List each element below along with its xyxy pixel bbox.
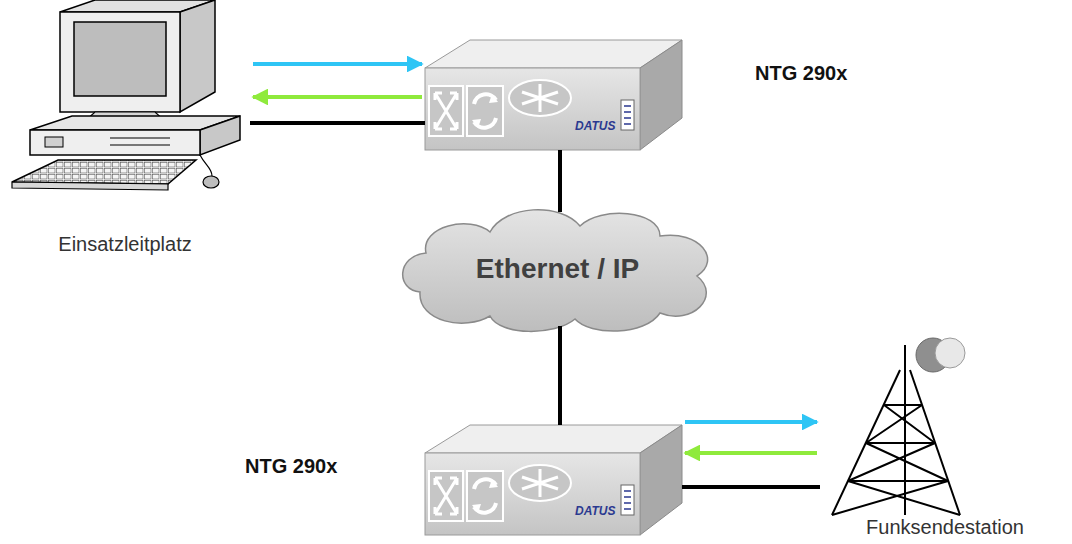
- flow-arrow: [685, 420, 817, 424]
- computer-illustration: [200, 116, 240, 155]
- computer-illustration: [12, 182, 168, 190]
- computer-illustration: [110, 138, 170, 145]
- device-label: NTG 290x: [755, 62, 847, 85]
- computer-illustration: [30, 130, 200, 155]
- logo-text: DATUS: [575, 505, 615, 519]
- computer-illustration: [45, 137, 63, 147]
- radio-tower: [904, 345, 906, 370]
- computer-illustration: [180, 0, 215, 112]
- cloud-label: Ethernet / IP: [476, 253, 639, 285]
- workstation-node: Einsatzleitplatz: [5, 0, 250, 265]
- link-line: [682, 485, 820, 489]
- computer-illustration: [60, 12, 180, 112]
- gateway-node: NTG 290xDATUS: [425, 40, 682, 150]
- gateway-device: [425, 40, 682, 150]
- gateway-device: [425, 425, 682, 535]
- radio-tower: [866, 442, 935, 444]
- link-line: [558, 150, 562, 212]
- gateway-node: NTG 290xDATUS: [425, 425, 682, 535]
- device-label: NTG 290x: [245, 455, 337, 478]
- computer-illustration: [74, 22, 166, 96]
- computer-illustration: [12, 160, 196, 184]
- network-cloud-node: Ethernet / IP: [400, 212, 715, 326]
- radio-station-node: Funksendestation: [820, 335, 1068, 542]
- radio-tower: [884, 404, 922, 406]
- flow-arrow: [685, 451, 817, 455]
- antenna-dish: [916, 338, 965, 372]
- computer-illustration: [12, 0, 240, 190]
- node-label: Einsatzleitplatz: [58, 233, 191, 256]
- radio-tower: [832, 405, 960, 515]
- computer-illustration: [203, 176, 219, 188]
- network-cloud: [403, 210, 708, 332]
- link-line: [558, 326, 562, 425]
- computer-illustration: [200, 155, 212, 176]
- flow-arrow: [253, 95, 422, 99]
- antenna-dish: [935, 338, 965, 368]
- logo-text: DATUS: [575, 120, 615, 134]
- node-label: Funksendestation: [866, 516, 1024, 539]
- radio-tower: [848, 480, 948, 482]
- flow-arrow: [253, 62, 422, 66]
- link-line: [250, 121, 425, 125]
